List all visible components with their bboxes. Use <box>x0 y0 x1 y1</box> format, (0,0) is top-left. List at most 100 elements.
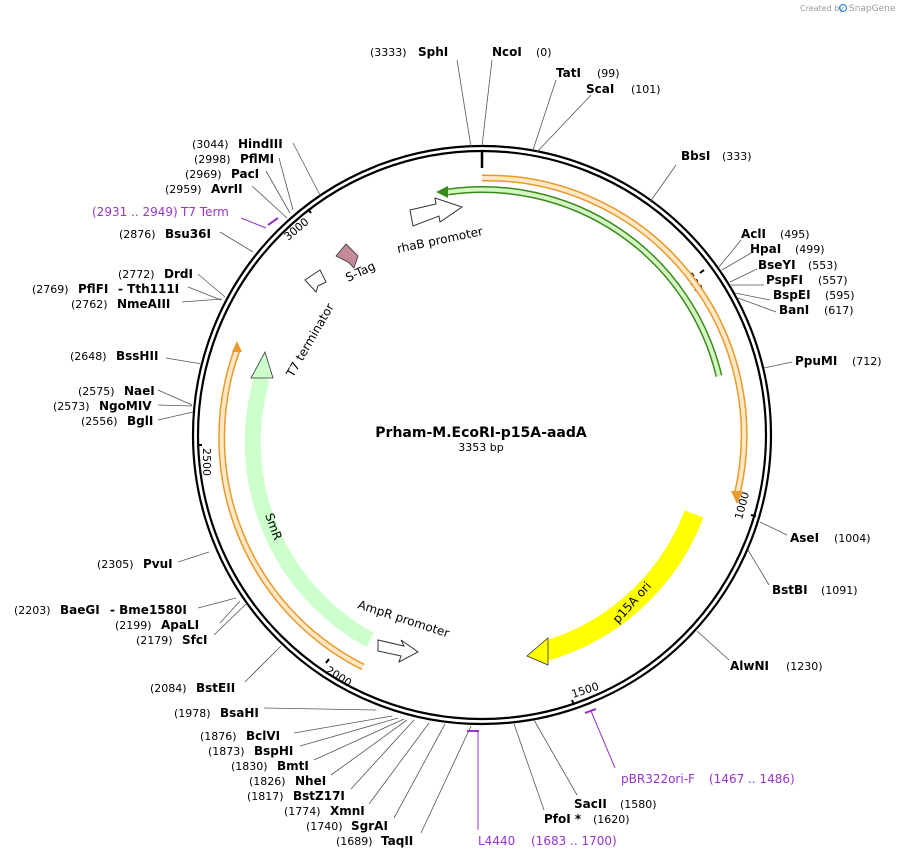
site-bsshii[interactable]: (2648) BssHII <box>70 349 158 363</box>
site-bsu36i[interactable]: (2876) Bsu36I <box>119 227 211 241</box>
site-paci[interactable]: (2969) PacI <box>185 167 259 181</box>
site-taqii[interactable]: (1689) TaqII <box>336 834 413 848</box>
site-bmti[interactable]: (1830) BmtI <box>231 759 309 773</box>
svg-text:(1876): (1876) <box>200 730 237 743</box>
t7-terminator-marker <box>304 269 327 293</box>
tick-3000 <box>307 208 312 214</box>
site-bspei[interactable]: BspEI (595) <box>773 288 855 302</box>
svg-text:(2305): (2305) <box>97 558 134 571</box>
svg-text:(2762): (2762) <box>71 298 108 311</box>
site-bsahi[interactable]: (1978) BsaHI <box>174 706 259 720</box>
tick-2000 <box>325 658 330 664</box>
tick-label-2500: 2500 <box>200 448 213 476</box>
svg-text:(495): (495) <box>780 228 810 241</box>
site-bclvi[interactable]: (1876) BclVI <box>200 729 280 743</box>
site-pvui[interactable]: (2305) PvuI <box>97 557 173 571</box>
site-bsteii[interactable]: (2084) BstEII <box>150 681 235 695</box>
svg-text:(1830): (1830) <box>231 760 268 773</box>
site-pflmi[interactable]: (2998) PflMI <box>194 152 274 166</box>
site-ngomiv[interactable]: (2573) NgoMIV <box>53 399 152 413</box>
site-bstz17i[interactable]: (1817) BstZ17I <box>247 789 345 803</box>
svg-text:TatI: TatI <box>556 66 581 80</box>
svg-text:DrdI: DrdI <box>164 267 193 281</box>
site-hpai[interactable]: HpaI (499) <box>750 242 825 256</box>
p15a-ori-arc <box>542 510 704 661</box>
site-pflfi[interactable]: (2769) PflFI - Tth111I <box>32 282 179 296</box>
svg-text:HpaI: HpaI <box>750 242 781 256</box>
site-bbsi[interactable]: BbsI (333) <box>681 149 752 163</box>
svg-text:AseI: AseI <box>790 531 819 545</box>
site-nmeaiii[interactable]: (2762) NmeAIII <box>71 297 170 311</box>
site-drdi[interactable]: (2772) DrdI <box>118 267 193 281</box>
plasmid-name: Prham-M.EcoRI-p15A-aadA <box>375 425 587 441</box>
site-bsphi[interactable]: (1873) BspHI <box>208 744 293 758</box>
svg-text:(101): (101) <box>631 83 661 96</box>
svg-text:(1817): (1817) <box>247 790 284 803</box>
svg-text:SacII: SacII <box>574 797 607 811</box>
svg-text:SgrAI: SgrAI <box>351 819 388 833</box>
svg-text:(617): (617) <box>824 304 854 317</box>
site-pfoi[interactable]: PfoI * (1620) <box>544 812 630 826</box>
svg-text:(1004): (1004) <box>834 532 871 545</box>
site-ncoi[interactable]: NcoI (0) <box>492 45 552 59</box>
site-acli[interactable]: AclI (495) <box>741 227 810 241</box>
site-bseyi[interactable]: BseYI (553) <box>758 258 838 272</box>
site-sacii[interactable]: SacII (1580) <box>574 797 657 811</box>
site-ppumi[interactable]: PpuMI (712) <box>795 354 882 368</box>
svg-text:BspHI: BspHI <box>254 744 293 758</box>
svg-text:(1826): (1826) <box>249 775 286 788</box>
svg-text:(1774): (1774) <box>284 805 321 818</box>
green-arc-arrowhead <box>436 186 448 198</box>
site-nhei[interactable]: (1826) NheI <box>249 774 326 788</box>
primer-leader-pbr322ori-f <box>590 710 616 769</box>
site-hindiii[interactable]: (3044) HindIII <box>192 137 283 151</box>
site-sphi[interactable]: (3333) SphI <box>370 45 448 59</box>
svg-text:Bsu36I: Bsu36I <box>165 227 211 241</box>
site-bgli[interactable]: (2556) BglI <box>81 414 153 428</box>
svg-text:(2772): (2772) <box>118 268 155 281</box>
site-tati[interactable]: TatI (99) <box>556 66 620 80</box>
svg-text:BanI: BanI <box>779 303 809 317</box>
primer-t7-term[interactable]: (2931 .. 2949) T7 Term <box>92 205 229 219</box>
svg-text:NheI: NheI <box>295 774 326 788</box>
snapgene-logo-icon <box>838 3 848 13</box>
svg-text:(2179): (2179) <box>136 634 173 647</box>
svg-text:(99): (99) <box>597 67 620 80</box>
site-asei[interactable]: AseI (1004) <box>790 531 871 545</box>
feature-label-t7-terminator: T7 terminator <box>283 301 337 380</box>
site-avrii[interactable]: (2959) AvrII <box>165 182 243 196</box>
svg-text:(1683 .. 1700): (1683 .. 1700) <box>531 834 617 848</box>
site-sfci[interactable]: (2179) SfcI <box>136 633 207 647</box>
svg-text:NcoI: NcoI <box>492 45 522 59</box>
site-sgrai[interactable]: (1740) SgrAI <box>306 819 388 833</box>
svg-text:PflFI: PflFI <box>78 282 108 296</box>
green-arc-fill <box>447 187 721 377</box>
site-bstbi[interactable]: BstBI (1091) <box>772 583 858 597</box>
svg-text:BaeGI: BaeGI <box>60 603 100 617</box>
feature-label-rhab-promoter: rhaB promoter <box>396 224 484 256</box>
svg-text:ApaLI: ApaLI <box>161 618 199 632</box>
svg-text:BbsI: BbsI <box>681 149 710 163</box>
primer-pbr322ori-f[interactable]: pBR322ori-F (1467 .. 1486) <box>621 772 795 786</box>
site-alwni[interactable]: AlwNI (1230) <box>730 659 823 673</box>
s-tag-marker <box>335 243 359 269</box>
primer-l4440[interactable]: L4440 (1683 .. 1700) <box>478 834 617 848</box>
svg-text:(553): (553) <box>808 259 838 272</box>
site-pspfi[interactable]: PspFI (557) <box>766 273 848 287</box>
svg-text:PpuMI: PpuMI <box>795 354 837 368</box>
site-scai[interactable]: ScaI (101) <box>586 82 661 96</box>
site-naei[interactable]: (2575) NaeI <box>78 384 155 398</box>
site-xmni[interactable]: (1774) XmnI <box>284 804 365 818</box>
svg-text:AlwNI: AlwNI <box>730 659 769 673</box>
primer-labels: (2931 .. 2949) T7 Term pBR322ori-F (1467… <box>92 205 795 848</box>
svg-text:HindIII: HindIII <box>238 137 283 151</box>
site-apali[interactable]: (2199) ApaLI <box>115 618 199 632</box>
svg-text:(2769): (2769) <box>32 283 69 296</box>
site-bani[interactable]: BanI (617) <box>779 303 854 317</box>
site-baegi[interactable]: (2203) BaeGI - Bme1580I <box>14 603 187 617</box>
svg-text:BstZ17I: BstZ17I <box>293 789 345 803</box>
svg-text:(1689): (1689) <box>336 835 373 848</box>
orf-left-fill <box>219 349 364 669</box>
orf-left-arrowhead <box>232 341 242 352</box>
